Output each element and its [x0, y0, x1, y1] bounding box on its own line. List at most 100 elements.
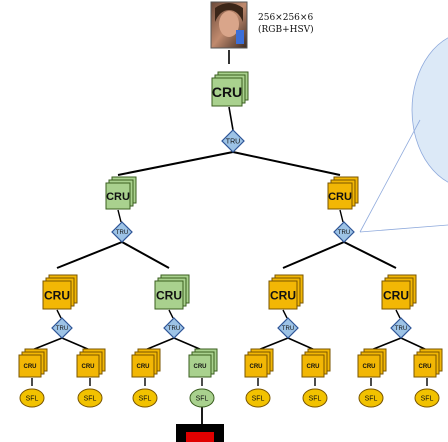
- level2-cru-node: CRU: [381, 274, 417, 310]
- leaf-cru-node: CRU: [357, 348, 387, 378]
- sfl-label: SFL: [365, 396, 378, 403]
- zoom-bubble: [359, 37, 448, 233]
- stack-layer: [154, 280, 184, 310]
- level2-cru-node: CRU: [42, 274, 78, 310]
- edge-leaf: [144, 337, 175, 351]
- tru-label: TRU: [116, 230, 128, 236]
- tru-diamond: [333, 221, 355, 243]
- edge-level2: [282, 241, 345, 269]
- leaf-cru-node: CRU: [131, 348, 161, 378]
- level1-tru-node: TRU: [333, 221, 355, 243]
- edge-level2: [56, 241, 123, 269]
- stack-layer: [301, 354, 325, 378]
- edge-leaf: [400, 337, 428, 351]
- edge-level1-tru: [339, 209, 344, 223]
- edge-level2-tru: [282, 309, 288, 319]
- stack-layer: [131, 354, 155, 378]
- cru-label: CRU: [363, 364, 376, 370]
- edge-leaf: [31, 337, 63, 351]
- edge-level2-tru: [395, 309, 401, 319]
- level1-tru-node: TRU: [111, 221, 133, 243]
- tru-label: TRU: [395, 326, 407, 332]
- cru-label: CRU: [250, 364, 263, 370]
- leaf-sfl-node: SFL: [245, 388, 271, 408]
- cru-label: CRU: [328, 191, 352, 203]
- zoom-connector: [359, 119, 421, 233]
- stack-layer: [381, 280, 411, 310]
- cru-label: CRU: [156, 288, 182, 302]
- stack-layer: [327, 182, 353, 210]
- zoom-connector: [359, 224, 448, 233]
- cru-label: CRU: [307, 364, 320, 370]
- edge-level2-tru: [168, 309, 174, 319]
- sfl-ellipse: [189, 388, 215, 408]
- cru-label: CRU: [194, 364, 207, 370]
- level2-tru-node: TRU: [277, 317, 299, 339]
- sfl-ellipse: [414, 388, 440, 408]
- edge-level1: [117, 151, 234, 176]
- sfl-label: SFL: [421, 396, 434, 403]
- input-face-image: [210, 1, 248, 49]
- leaf-sfl-node: SFL: [358, 388, 384, 408]
- sfl-ellipse: [132, 388, 158, 408]
- sfl-label: SFL: [252, 396, 265, 403]
- level1-cru-node: CRU: [105, 176, 137, 210]
- tree-edges: [31, 50, 428, 424]
- tru-diamond: [111, 221, 133, 243]
- stack-layer: [42, 280, 72, 310]
- level2-cru-node: CRU: [268, 274, 304, 310]
- output-red-bar: [186, 432, 214, 442]
- stack-layer: [357, 354, 381, 378]
- input-size-label: 256×256×6: [258, 13, 314, 23]
- edge-level2: [343, 241, 397, 269]
- tru-label: TRU: [226, 139, 240, 146]
- stack-layer: [413, 354, 437, 378]
- cru-label: CRU: [383, 288, 409, 302]
- leaf-cru-node: CRU: [18, 348, 48, 378]
- edge-leaf: [370, 337, 402, 351]
- level2-tru-node: TRU: [163, 317, 185, 339]
- edge-root-tru: [228, 106, 234, 131]
- cru-label: CRU: [106, 191, 130, 203]
- tru-diamond: [277, 317, 299, 339]
- level2-tru-node: TRU: [390, 317, 412, 339]
- edge-leaf: [287, 337, 316, 351]
- input-space-label: (RGB+HSV): [258, 25, 314, 35]
- leaf-cru-node: CRU: [188, 348, 218, 378]
- edge-level1-tru: [117, 209, 122, 223]
- cru-label: CRU: [24, 364, 37, 370]
- cru-label: CRU: [137, 364, 150, 370]
- tru-diamond: [390, 317, 412, 339]
- level1-cru-node: CRU: [327, 176, 359, 210]
- edge-leaf: [257, 337, 289, 351]
- level2-tru-node: TRU: [51, 317, 73, 339]
- stack-layer: [211, 77, 243, 107]
- leaf-cru-node: CRU: [301, 348, 331, 378]
- tru-label: TRU: [338, 230, 350, 236]
- sfl-label: SFL: [309, 396, 322, 403]
- root-cru-node: CRU: [211, 71, 249, 107]
- leaf-sfl-node: SFL: [189, 388, 215, 408]
- stack-layer: [244, 354, 268, 378]
- stack-layer: [188, 354, 212, 378]
- level2-cru-node: CRU: [154, 274, 190, 310]
- stack-layer: [18, 354, 42, 378]
- tree-nodes: CRU TRU CRU TRU CRU TRU CRU TRU CRU TRU CRU TRU CRU T…: [18, 71, 443, 408]
- tru-label: TRU: [56, 326, 68, 332]
- leaf-sfl-node: SFL: [132, 388, 158, 408]
- edge-level2: [121, 241, 170, 269]
- root-tru-node: TRU: [221, 129, 245, 153]
- tru-label: TRU: [168, 326, 180, 332]
- cru-label: CRU: [212, 84, 242, 100]
- sfl-label: SFL: [196, 396, 209, 403]
- zoom-bubble-shape: [411, 37, 448, 183]
- edge-leaf: [173, 337, 203, 351]
- edge-level2-tru: [56, 309, 62, 319]
- stack-layer: [76, 354, 100, 378]
- sfl-ellipse: [358, 388, 384, 408]
- tru-diamond: [221, 129, 245, 153]
- edge-level1: [232, 151, 341, 176]
- stack-layer: [268, 280, 298, 310]
- leaf-sfl-node: SFL: [414, 388, 440, 408]
